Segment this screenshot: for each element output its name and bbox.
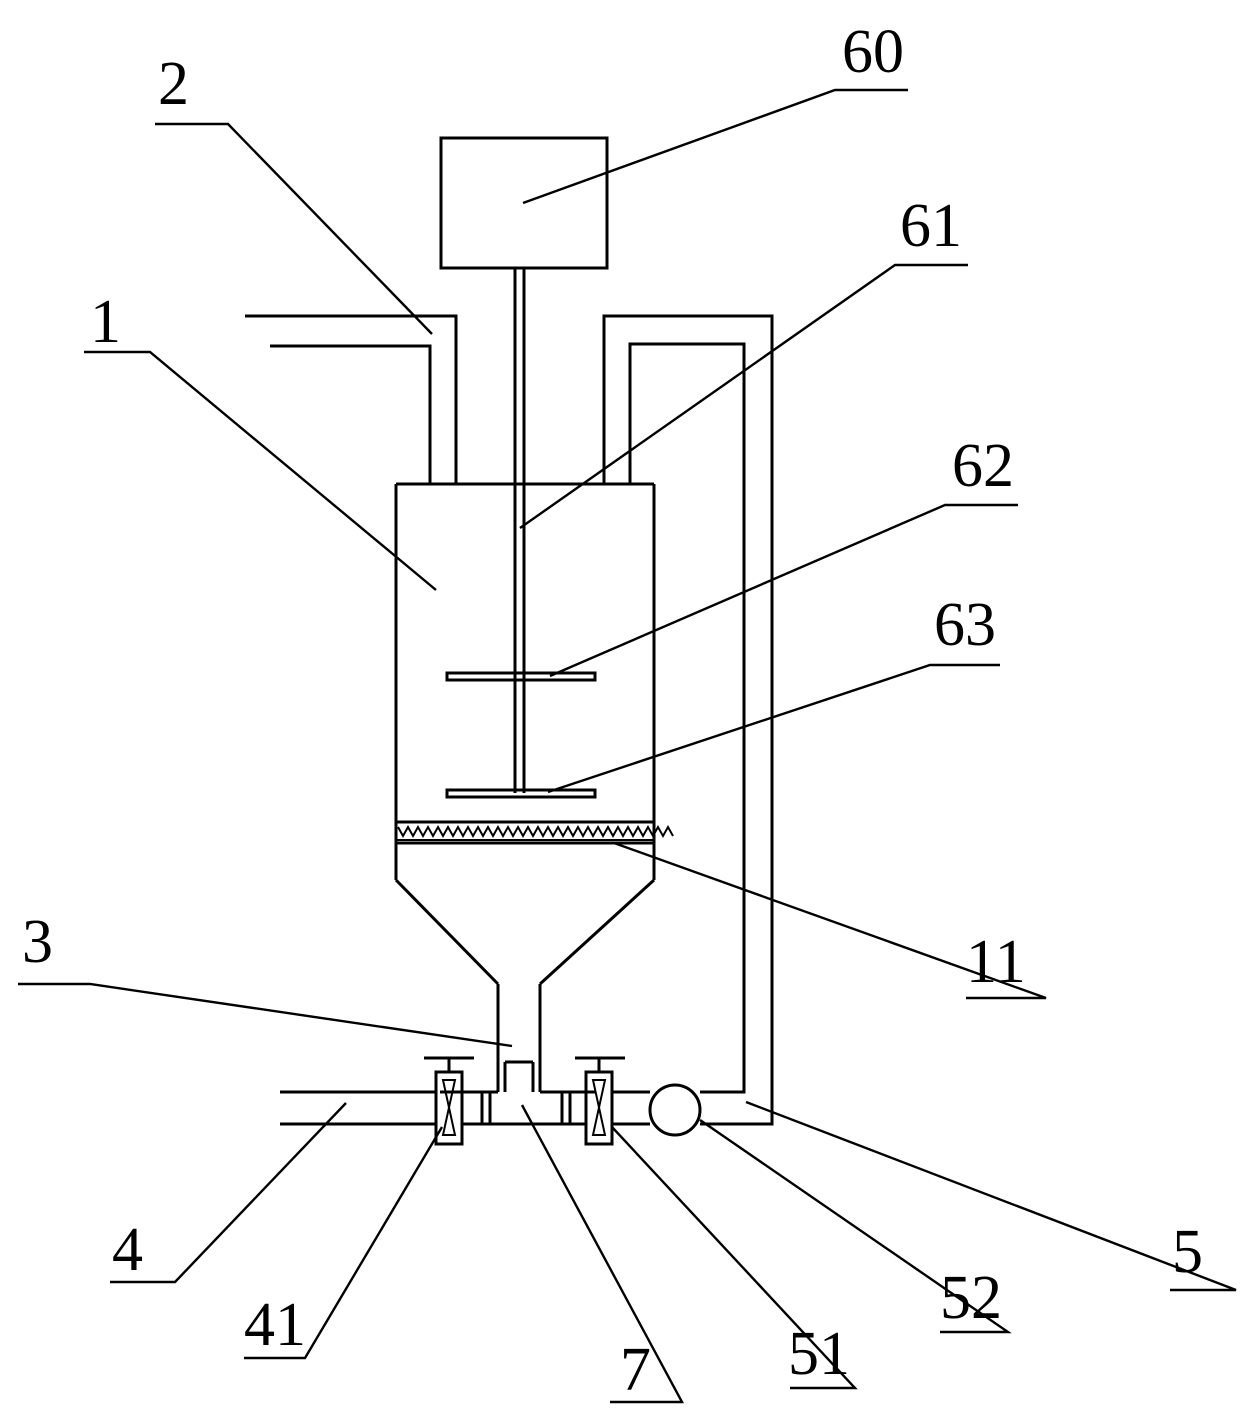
connector-block xyxy=(480,1092,572,1124)
tank-body xyxy=(394,482,656,986)
leader-11 xyxy=(613,841,1047,1000)
leader-2 xyxy=(155,122,433,335)
label-4: 4 xyxy=(112,1216,143,1284)
upper-stirring-blade xyxy=(445,671,597,682)
leader-41 xyxy=(244,1126,444,1360)
label-41: 41 xyxy=(244,1291,306,1359)
leader-51 xyxy=(611,1126,858,1390)
discharge-pipe xyxy=(440,984,596,1094)
leader-5 xyxy=(745,1100,1237,1292)
valve-51 xyxy=(575,1056,625,1146)
label-52: 52 xyxy=(940,1264,1002,1332)
label-5: 5 xyxy=(1172,1218,1203,1286)
leader-1 xyxy=(84,350,437,591)
label-60: 60 xyxy=(842,18,904,86)
leader-lines xyxy=(18,88,1237,1404)
label-11: 11 xyxy=(966,928,1026,996)
label-1: 1 xyxy=(90,288,121,356)
pump-52 xyxy=(648,1083,702,1137)
lower-stirring-blade xyxy=(445,788,597,799)
label-51: 51 xyxy=(788,1320,850,1388)
label-62: 62 xyxy=(952,432,1014,500)
leader-52 xyxy=(699,1119,1012,1334)
label-2: 2 xyxy=(158,50,189,118)
feed-pipe xyxy=(245,314,458,484)
label-7: 7 xyxy=(620,1336,651,1404)
outlet-pipe xyxy=(280,1090,586,1126)
leader-63 xyxy=(547,663,1000,794)
valve-41 xyxy=(424,1056,474,1146)
leader-4 xyxy=(110,1102,347,1284)
stirring-shaft xyxy=(513,268,526,793)
label-63: 63 xyxy=(934,591,996,659)
leader-62 xyxy=(549,503,1018,678)
filter-screen xyxy=(396,820,674,845)
label-61: 61 xyxy=(900,192,962,260)
leader-7 xyxy=(520,1104,685,1404)
circulation-pipe xyxy=(602,314,774,1126)
leader-60 xyxy=(522,88,908,205)
label-3: 3 xyxy=(22,908,53,976)
leader-3 xyxy=(18,982,513,1048)
leader-61 xyxy=(519,263,968,529)
